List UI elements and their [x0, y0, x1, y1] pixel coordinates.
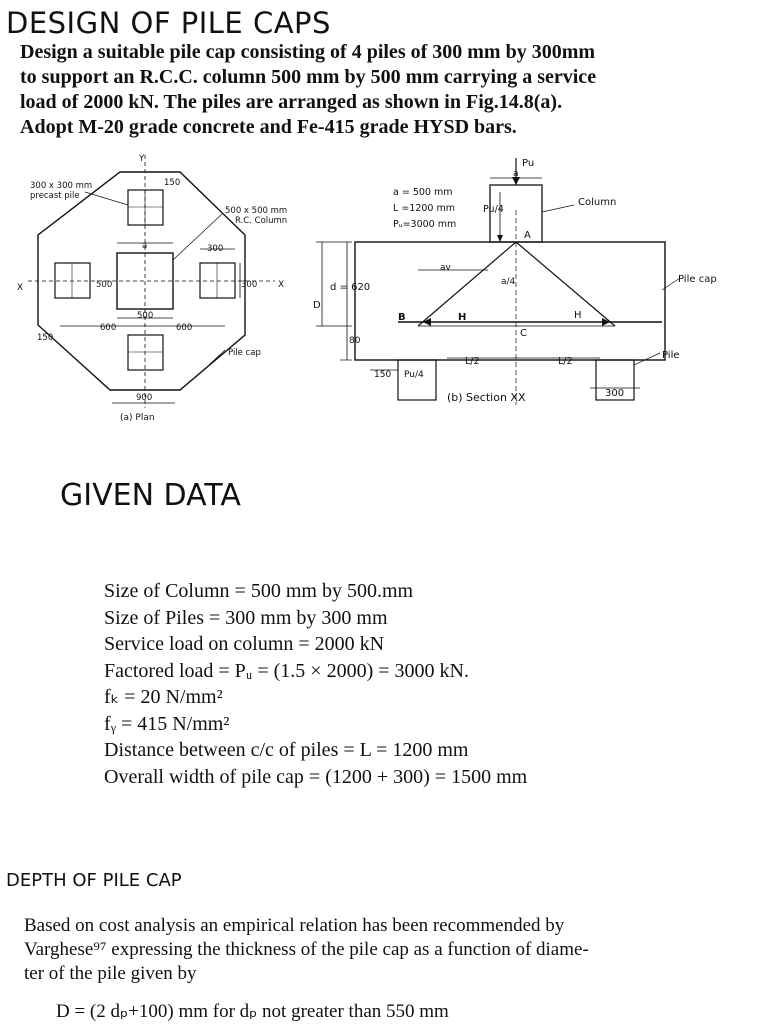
paragraph-line: Based on cost analysis an empirical rela… [24, 915, 565, 936]
plan-axis-y: Y [138, 154, 145, 164]
given-data-item: fᵧ = 415 N/mm² [104, 712, 230, 735]
problem-line: Design a suitable pile cap consisting of… [20, 41, 596, 63]
plan-dim-a: a [142, 241, 147, 251]
section-pile-label: Pile [662, 350, 680, 361]
plan-axis-x-left: X [17, 283, 23, 293]
column-plan [116, 252, 174, 310]
section-dim-150: 150 [374, 370, 391, 380]
plan-dim-150-top: 150 [164, 178, 180, 188]
plan-cap-label: Pile cap [228, 348, 261, 358]
section-point-a: A [524, 230, 531, 241]
plan-column-label: 500 x 500 mm [225, 206, 287, 216]
section-column-label: Column [578, 197, 616, 208]
section-dim-a-top: a [513, 169, 519, 179]
strut-right [515, 241, 616, 327]
plan-axis-x-right: X [278, 280, 284, 290]
section-depth-d: d = 620 [330, 282, 370, 293]
section-given-a: a = 500 mm [393, 187, 452, 198]
depth-formula: D = (2 dₚ+100) mm for dₚ not greater tha… [56, 1001, 449, 1022]
section-pu-top: Pu [522, 158, 534, 169]
pile-bottom [127, 334, 164, 371]
plan-dim-900: 900 [136, 393, 152, 403]
strut-left [417, 241, 517, 327]
section-half-L-left: L/2 [465, 356, 480, 367]
given-data-heading: GIVEN DATA [60, 478, 241, 513]
section-point-c: C [520, 328, 527, 339]
plan-pile-label-2: precast pile [30, 191, 80, 201]
given-data-item: fₖ = 20 N/mm² [104, 686, 223, 708]
depth-heading: DEPTH OF PILE CAP [6, 870, 182, 891]
pile-cap-figure: 300 x 300 mm precast pile 150 Y 500 x 50… [17, 154, 717, 423]
section-pile-cap-label: Pile cap [678, 274, 717, 285]
section-given-pu: Pᵤ=3000 mm [393, 219, 456, 230]
section-point-b: B [398, 312, 406, 323]
section-h-left: H [458, 312, 466, 323]
problem-statement: Design a suitable pile cap consisting of… [20, 40, 680, 140]
given-data-item: Distance between c/c of piles = L = 1200… [104, 739, 469, 761]
section-cap [354, 241, 666, 361]
pile-right [199, 262, 236, 299]
given-data-item: Overall width of pile cap = (1200 + 300)… [104, 765, 528, 788]
section-h-right: H [574, 310, 582, 321]
plan-dim-300-top: 300 [207, 244, 223, 254]
problem-line: Adopt M-20 grade concrete and Fe-415 gra… [20, 116, 517, 138]
section-dim-80: 80 [349, 336, 361, 346]
problem-line: to support an R.C.C. column 500 mm by 50… [20, 66, 597, 88]
given-data-item: Service load on column = 2000 kN [104, 633, 385, 655]
plan-dim-500-bottom: 500 [137, 311, 153, 321]
section-depth-D: D [313, 300, 321, 311]
pile-left [54, 262, 91, 299]
plan-dim-150-left: 150 [37, 333, 53, 343]
section-av: av [440, 263, 452, 273]
problem-line: load of 2000 kN. The piles are arranged … [20, 91, 563, 113]
given-data-list: Size of Column = 500 mm by 500.mm Size o… [104, 578, 527, 790]
plan-pile-label: 300 x 300 mm [30, 181, 92, 191]
paragraph-line: Varghese⁹⁷ expressing the thickness of t… [24, 939, 589, 960]
section-pile-right [595, 359, 635, 401]
pile-cap-outline [37, 171, 246, 391]
given-data-item: Size of Piles = 300 mm by 300 mm [104, 606, 388, 629]
plan-dim-300-right: 300 [241, 280, 257, 290]
plan-dim-500-left: 500 [96, 280, 112, 290]
pile-top [127, 189, 164, 226]
depth-paragraph: Based on cost analysis an empirical rela… [24, 914, 704, 986]
given-data-item: Size of Column = 500 mm by 500.mm [104, 580, 414, 602]
plan-column-label-2: R.C. Column [235, 216, 287, 226]
section-dim-300: 300 [605, 388, 624, 399]
plan-caption: (a) Plan [120, 413, 155, 423]
section-pu-quarter: Pu/4 [483, 204, 504, 215]
given-data-item: Factored load = Pᵤ = (1.5 × 2000) = 3000… [104, 659, 469, 682]
section-pile-left [397, 359, 437, 401]
page-title: DESIGN OF PILE CAPS [6, 6, 331, 40]
section-pu4-bottom: Pu/4 [404, 370, 424, 380]
section-given-L: L =1200 mm [393, 203, 455, 214]
section-half-L-right: L/2 [558, 356, 573, 367]
section-caption: (b) Section XX [447, 391, 526, 404]
plan-dim-600-right: 600 [176, 323, 192, 333]
paragraph-line: ter of the pile given by [24, 963, 197, 984]
section-a-quarter: a/4 [501, 277, 516, 287]
plan-dim-600-left: 600 [100, 323, 116, 333]
